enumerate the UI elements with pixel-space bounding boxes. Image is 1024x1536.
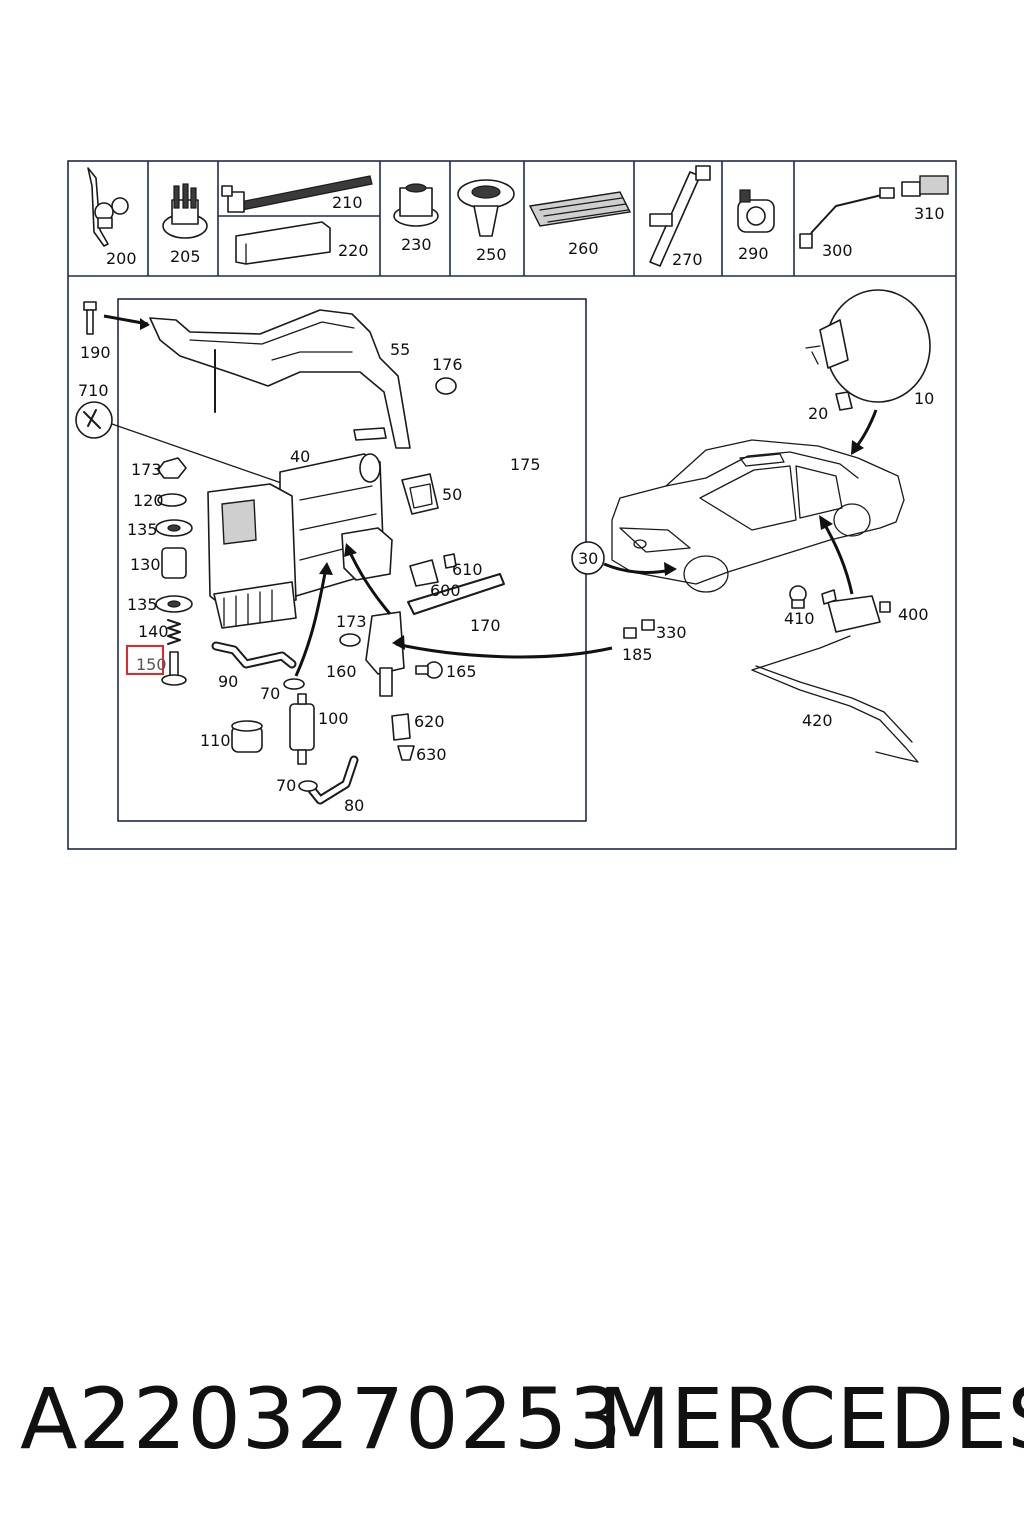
tool-710-icon xyxy=(75,401,291,487)
callout-330: 330 xyxy=(656,623,687,642)
callout-100: 100 xyxy=(318,709,349,728)
label-250: 250 xyxy=(476,245,507,264)
callout-80: 80 xyxy=(344,796,364,815)
connectors-620-630 xyxy=(391,713,415,761)
callout-173a: 173 xyxy=(131,460,162,479)
label-230: 230 xyxy=(401,235,432,254)
part-number: A2203270253 xyxy=(20,1370,623,1468)
callout-50: 50 xyxy=(442,485,462,504)
filter-100 xyxy=(289,693,315,765)
part-250-grommet-icon xyxy=(457,179,515,237)
callout-55: 55 xyxy=(390,340,410,359)
callout-710: 710 xyxy=(78,381,109,400)
part-270-cable-tie-mount-icon xyxy=(649,165,711,267)
part-200-clip-icon xyxy=(87,167,129,247)
bolt-190 xyxy=(83,301,150,335)
callout-30: 30 xyxy=(578,549,598,568)
callout-20: 20 xyxy=(808,404,828,423)
callout-600: 600 xyxy=(430,581,461,600)
valve-block-160 xyxy=(341,527,405,697)
part-300-sensor-cable-icon xyxy=(799,187,895,249)
hose-80 xyxy=(298,755,359,805)
clamp-70a xyxy=(283,678,305,690)
label-270: 270 xyxy=(672,250,703,269)
harness-420 xyxy=(751,635,919,763)
callout-185: 185 xyxy=(622,645,653,664)
callout-90: 90 xyxy=(218,672,238,691)
part-205-connector-icon xyxy=(162,183,208,239)
callout-165: 165 xyxy=(446,662,477,681)
part-310-connector-plug-icon xyxy=(901,175,949,197)
callout-630: 630 xyxy=(416,745,447,764)
part-220-edge-protector-icon xyxy=(235,221,331,265)
car-outline xyxy=(611,439,905,593)
bracket-50 xyxy=(401,473,439,515)
mount-stack xyxy=(155,457,193,686)
callout-173b: 173 xyxy=(336,612,367,631)
label-220: 220 xyxy=(338,241,369,260)
highlight-box-150 xyxy=(126,645,164,675)
callout-circle-30 xyxy=(571,541,605,575)
clamp-176 xyxy=(435,377,457,395)
bolt-410 xyxy=(789,585,807,609)
hose-175 xyxy=(429,407,577,525)
callout-176: 176 xyxy=(432,355,463,374)
callout-140: 140 xyxy=(138,622,169,641)
washer-173b xyxy=(339,633,361,647)
hose-90 xyxy=(211,641,297,669)
callout-420: 420 xyxy=(802,711,833,730)
label-310: 310 xyxy=(914,204,945,223)
part-260-filter-mat-icon xyxy=(528,191,632,227)
callout-190: 190 xyxy=(80,343,111,362)
callout-170: 170 xyxy=(470,616,501,635)
callout-130: 130 xyxy=(130,555,161,574)
part-210-cable-tie-icon xyxy=(221,175,373,213)
callout-160: 160 xyxy=(326,662,357,681)
header-labels: 200 205 210 220 230 250 260 270 290 300 … xyxy=(106,193,945,269)
callout-135b: 135 xyxy=(127,595,158,614)
part-290-clamp-icon xyxy=(737,189,775,233)
label-205: 205 xyxy=(170,247,201,266)
right-arrows xyxy=(603,409,878,595)
callout-120: 120 xyxy=(133,491,164,510)
damper-110 xyxy=(231,720,263,753)
line-170 xyxy=(407,573,505,615)
callout-410: 410 xyxy=(784,609,815,628)
brand-name: MERCEDES xyxy=(598,1370,1024,1468)
label-200: 200 xyxy=(106,249,137,268)
label-290: 290 xyxy=(738,244,769,263)
callout-40: 40 xyxy=(290,447,310,466)
label-210: 210 xyxy=(332,193,363,212)
callout-labels: 190 55 176 710 40 175 173 120 135 50 130… xyxy=(78,340,934,815)
callout-10: 10 xyxy=(914,389,934,408)
callout-400: 400 xyxy=(898,605,929,624)
pressure-reservoir-10 xyxy=(805,289,931,411)
sensor-330-185 xyxy=(623,619,655,639)
part-230-rubber-bush-icon xyxy=(393,183,439,227)
label-300: 300 xyxy=(822,241,853,260)
callout-70b: 70 xyxy=(276,776,296,795)
callout-110: 110 xyxy=(200,731,231,750)
callout-610: 610 xyxy=(452,560,483,579)
bracket-55 xyxy=(149,309,411,449)
callout-620: 620 xyxy=(414,712,445,731)
relay-400 xyxy=(821,589,891,633)
callout-175: 175 xyxy=(510,455,541,474)
bracket-600 xyxy=(409,553,457,587)
assembly-arrows xyxy=(294,543,613,677)
label-260: 260 xyxy=(568,239,599,258)
callout-70a: 70 xyxy=(260,684,280,703)
screw-165 xyxy=(415,661,443,679)
callout-135a: 135 xyxy=(127,520,158,539)
callout-150: 150 xyxy=(136,655,167,674)
